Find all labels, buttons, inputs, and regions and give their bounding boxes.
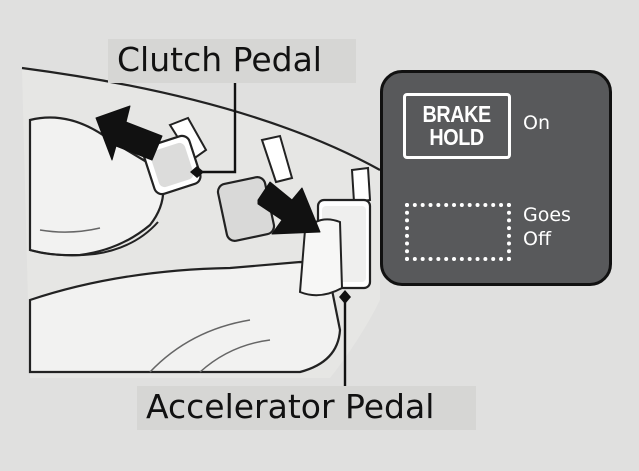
brake-hold-badge-line2: HOLD <box>429 124 485 150</box>
right-shoe <box>28 218 344 374</box>
left-shoe <box>28 116 165 257</box>
clutch-release-arrow <box>95 105 163 161</box>
indicator-goes-text: Goes <box>523 204 571 226</box>
clutch-pedal-label: Clutch Pedal <box>108 39 356 83</box>
indicator-on-text: On <box>523 112 550 134</box>
accelerator-leader-line <box>339 290 351 388</box>
clutch-pedal <box>142 116 208 196</box>
clutch-leader-line <box>190 82 237 178</box>
indicator-off-text: Off <box>523 228 552 250</box>
brake-hold-indicator-panel: BRAKE HOLD On Goes Off <box>380 70 612 286</box>
accelerator-pedal-label: Accelerator Pedal <box>137 386 476 430</box>
brake-hold-indicator-off <box>405 203 511 261</box>
accelerator-press-arrow <box>257 181 321 235</box>
brake-hold-indicator-on: BRAKE HOLD <box>403 93 511 159</box>
brake-hold-badge-line1: BRAKE <box>422 100 492 127</box>
